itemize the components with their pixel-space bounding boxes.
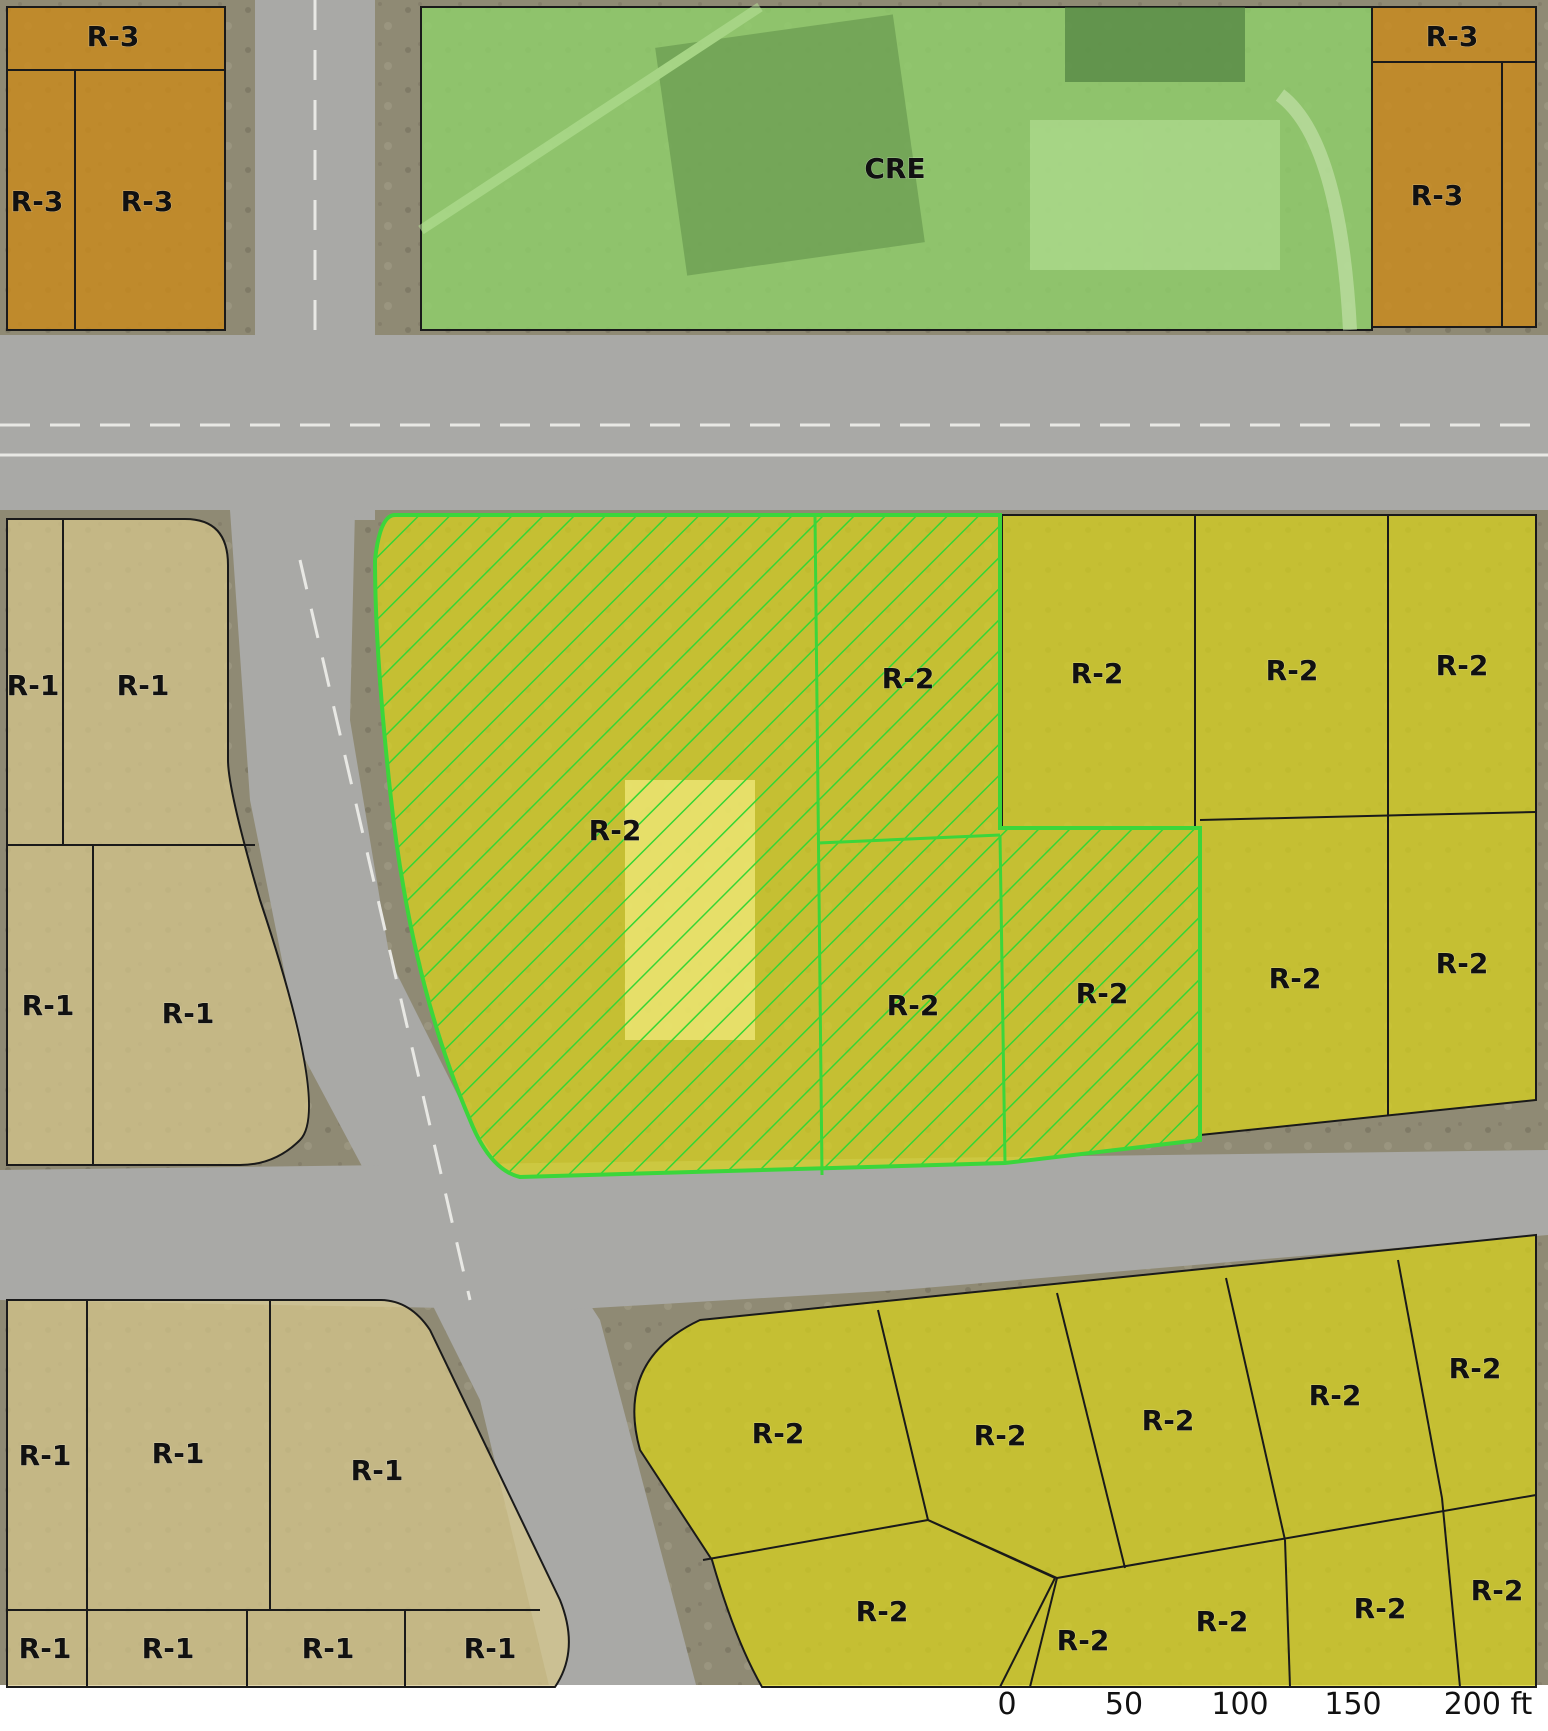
zone-r1-group	[6, 518, 570, 1688]
zone-label: R-2	[1071, 657, 1124, 690]
zone-label: R-3	[87, 20, 140, 53]
zone-label: R-2	[856, 1595, 909, 1628]
zone-label: R-1	[162, 997, 215, 1030]
scale-bar-label: 150	[1324, 1687, 1382, 1722]
zone-label: R-2	[1266, 654, 1319, 687]
zone-r3-group	[6, 6, 1537, 331]
zone-labels: CRE R-3 R-3 R-3 R-3 R-3 R-1 R-1 R-1 R-1 …	[6, 20, 1524, 1666]
zone-label: R-1	[302, 1632, 355, 1665]
zone-r3-parcel	[1371, 6, 1537, 328]
zone-label: R-2	[589, 814, 642, 847]
zone-label: R-1	[19, 1439, 72, 1472]
subject-parcels	[372, 513, 1202, 1180]
zone-r3-parcel	[6, 6, 226, 331]
scale-bar-label: 100	[1211, 1687, 1269, 1722]
zone-label: R-1	[7, 669, 60, 702]
zone-label: R-2	[1196, 1605, 1249, 1638]
zone-label: R-2	[752, 1417, 805, 1450]
zone-label: R-2	[1436, 649, 1489, 682]
zone-label: R-2	[1142, 1404, 1195, 1437]
zone-label: R-3	[1411, 179, 1464, 212]
scale-bar-label: 0	[997, 1687, 1017, 1722]
zone-label: R-1	[142, 1632, 195, 1665]
zone-label: R-2	[1309, 1379, 1362, 1412]
zone-label: R-3	[11, 185, 64, 218]
lane-markings	[0, 0, 1548, 1301]
zone-label: R-1	[117, 669, 170, 702]
zone-label: R-2	[1449, 1352, 1502, 1385]
zone-label: R-2	[1076, 977, 1129, 1010]
zone-label: R-1	[464, 1632, 517, 1665]
zone-label: R-2	[1436, 947, 1489, 980]
zone-label: R-2	[882, 662, 935, 695]
scale-bar-label: 50	[1104, 1687, 1144, 1722]
zone-label: R-1	[152, 1437, 205, 1470]
zone-label: R-1	[19, 1632, 72, 1665]
zone-label: R-1	[351, 1454, 404, 1487]
zone-label: R-3	[1426, 20, 1479, 53]
zone-r2-group	[633, 514, 1537, 1688]
zone-label: R-2	[1269, 962, 1322, 995]
zone-label: R-2	[1057, 1624, 1110, 1657]
zone-r1-parcel	[6, 1299, 570, 1688]
zone-label: R-2	[974, 1419, 1027, 1452]
zone-label: R-2	[1471, 1574, 1524, 1607]
scale-bar-label: 200 ft	[1443, 1687, 1533, 1722]
zone-label: R-2	[1354, 1592, 1407, 1625]
zone-label: R-1	[22, 989, 75, 1022]
zone-label: R-2	[887, 989, 940, 1022]
park-features	[418, 2, 1357, 331]
zone-label: R-3	[121, 185, 174, 218]
zone-label: CRE	[864, 152, 925, 185]
zone-r2-parcel	[633, 1233, 1537, 1688]
zone-r1-parcel	[6, 518, 310, 1166]
